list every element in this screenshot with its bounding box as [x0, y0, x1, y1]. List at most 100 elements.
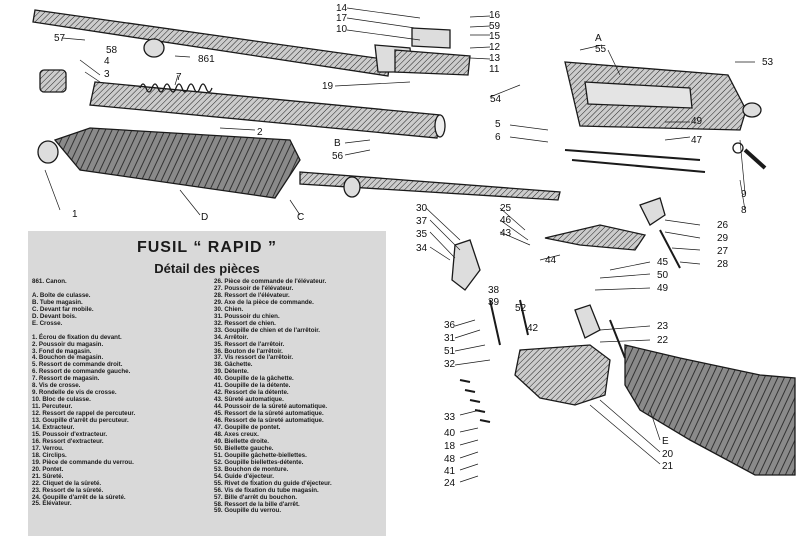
callout-47: 47: [691, 135, 703, 146]
callout-56: 56: [332, 151, 344, 162]
callout-51: 51: [444, 346, 456, 357]
callout-11: 11: [489, 64, 500, 75]
legend-entry: 30. Chien.: [214, 305, 244, 313]
callout-28: 28: [717, 259, 729, 270]
legend-entry: 11. Percuteur.: [32, 403, 73, 411]
legend-column-right: 26. Pièce de commande de l'élévateur.27.…: [214, 278, 332, 515]
elevator: [544, 224, 647, 251]
legend-entry: 9. Rondelle de vis de crosse.: [32, 389, 117, 397]
legend-entry: 27. Poussoir de l'élévateur.: [214, 284, 294, 292]
legend-entry: 54. Guide d'éjecteur.: [214, 472, 274, 480]
callout-24: 24: [444, 478, 456, 489]
callout-9: 9: [741, 189, 747, 200]
callout-21: 21: [662, 461, 674, 472]
magazine-tube: [89, 81, 446, 139]
legend-entry: 16. Ressort d'extracteur.: [32, 437, 104, 445]
legend-title: FUSIL “ RAPID ”: [136, 239, 278, 256]
breech-bolt: [394, 27, 471, 76]
legend-entry: 5. Ressort de commande droit.: [32, 361, 123, 369]
legend-entry: 22. Cliquet de la sûreté.: [32, 479, 102, 487]
callout-D: D: [201, 212, 209, 223]
legend-column-left: 861. Canon. A. Boîte de culasse.B. Tube m…: [32, 278, 136, 508]
callout-6: 6: [495, 132, 501, 143]
callout-48: 48: [444, 454, 456, 465]
command-springs: [564, 149, 706, 173]
callout-26: 26: [717, 220, 729, 231]
legend-entry: 24. Goupille d'arrêt de la sûreté.: [32, 493, 126, 501]
callout-5: 5: [495, 119, 501, 130]
callout-52: 52: [515, 303, 527, 314]
legend-entry: 23. Ressort de la sûreté.: [32, 486, 104, 494]
legend-entry: 31. Poussoir du chien.: [214, 312, 280, 320]
elevator-lever: [639, 197, 666, 226]
callout-13: 13: [489, 53, 501, 64]
legend-entry: 34. Arrêtoir.: [214, 333, 249, 341]
callout-42: 42: [527, 323, 539, 334]
callout-E: E: [662, 436, 669, 447]
trigger-group: [514, 304, 611, 406]
callout-33: 33: [444, 412, 456, 423]
callout-19: 19: [322, 81, 334, 92]
legend-entry: 42. Ressort de la détente.: [214, 389, 289, 397]
forend: [37, 127, 301, 199]
legend-entry: 3. Fond de magasin.: [32, 347, 92, 355]
callout-39: 39: [488, 297, 500, 308]
callout-57: 57: [54, 33, 66, 44]
legend-entry: A. Boîte de culasse.: [32, 291, 91, 299]
callout-B: B: [334, 138, 341, 149]
legend-entry: 6. Ressort de commande gauche.: [32, 368, 131, 376]
callout-49: 49: [691, 116, 703, 127]
callout-30: 30: [416, 203, 428, 214]
butt-stock: [624, 344, 796, 476]
legend-entry: 8. Vis de crosse.: [32, 382, 81, 390]
callout-22: 22: [657, 335, 669, 346]
legend-entry: 41. Goupille de la détente.: [214, 382, 291, 390]
legend-entry: 12. Ressort de rappel de percuteur.: [32, 410, 136, 418]
legend-entry: 2. Poussoir du magasin.: [32, 340, 104, 348]
legend-entry: 51. Goupille gâchette-biellettes.: [214, 451, 307, 459]
legend-entry: E. Crosse.: [32, 319, 63, 327]
legend-entry: 19. Pièce de commande du verrou.: [32, 458, 134, 466]
legend-entry: B. Tube magasin.: [32, 298, 83, 306]
legend-entry: 4. Bouchon de magasin.: [32, 354, 104, 362]
legend-entry: 38. Gâchette.: [214, 361, 253, 369]
callout-23: 23: [657, 321, 669, 332]
callout-40: 40: [444, 428, 456, 439]
callout-4: 4: [104, 56, 110, 67]
legend-entry: D. Devant bois.: [32, 312, 77, 320]
callout-18: 18: [444, 441, 456, 452]
legend-entry: 40. Goupille de la gâchette.: [214, 375, 294, 383]
callout-38: 38: [488, 285, 500, 296]
callout-37: 37: [416, 216, 428, 227]
legend-entry: 14. Extracteur.: [32, 423, 75, 431]
legend-entry: 39. Détente.: [214, 368, 249, 376]
magazine-cap: [39, 69, 67, 93]
callout-17: 17: [336, 13, 348, 24]
legend-entry: 861. Canon.: [32, 278, 67, 285]
callout-41: 41: [444, 466, 456, 477]
legend-entry: 59. Goupille du verrou.: [214, 507, 282, 515]
receiver: [564, 61, 762, 131]
callout-32: 32: [444, 359, 456, 370]
legend-entry: 25. Élévateur.: [32, 500, 72, 508]
legend-entry: 7. Ressort de magasin.: [32, 375, 100, 383]
legend-entry: 26. Pièce de commande de l'élévateur.: [214, 278, 327, 285]
callout-34: 34: [416, 243, 428, 254]
callout-3: 3: [104, 69, 110, 80]
legend-entry: 32. Ressort de chien.: [214, 319, 276, 327]
callout-29: 29: [717, 233, 729, 244]
callout-50: 50: [657, 270, 669, 281]
callout-46: 46: [500, 215, 512, 226]
legend-entry: 21. Sûreté.: [32, 472, 64, 480]
pins: [459, 229, 681, 423]
callout-10: 10: [336, 24, 348, 35]
legend-entry: 35. Ressort de l'arrêtoir.: [214, 340, 285, 348]
barrel-ring: [143, 38, 165, 58]
callout-49-lower: 49: [657, 283, 669, 294]
callout-36: 36: [444, 320, 456, 331]
callout-7: 7: [176, 72, 182, 83]
callout-43: 43: [500, 228, 512, 239]
legend-subtitle: Détail des pièces: [154, 261, 260, 276]
callout-861: 861: [198, 54, 215, 65]
